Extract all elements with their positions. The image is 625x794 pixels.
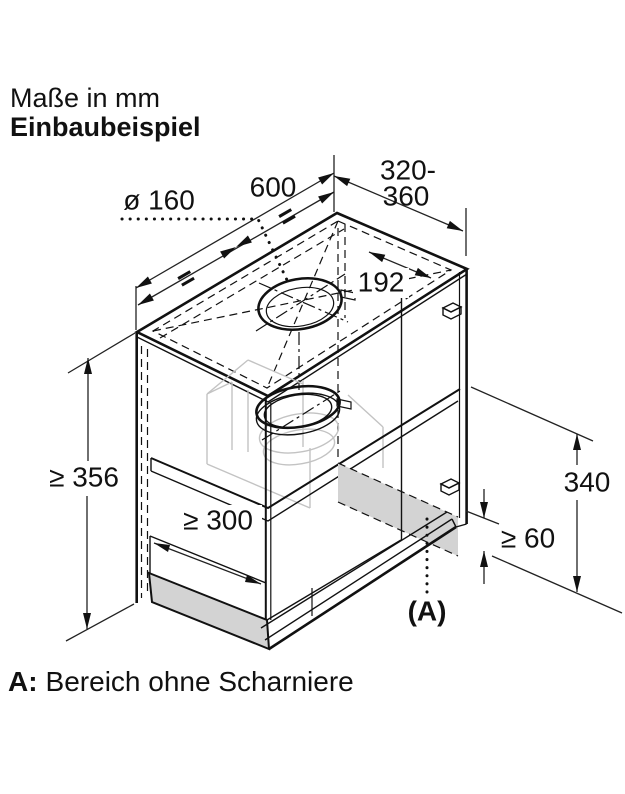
dim-hinge-area: 340 xyxy=(552,434,622,592)
dim-hole-diameter: ø 160 xyxy=(120,184,289,282)
duct-ring xyxy=(255,384,352,441)
duct-tab-icon xyxy=(336,398,352,410)
dim-hole-diameter-label: ø 160 xyxy=(123,184,195,215)
units-note: Maße in mm xyxy=(10,83,161,113)
legend: A:Bereich ohne Scharniere xyxy=(8,666,354,698)
bottom-rail xyxy=(260,511,467,651)
dim-bottom-clearance-label: ≥ 60 xyxy=(501,522,555,553)
duct-tab-icon xyxy=(340,289,356,301)
dim-pullout-depth: ≥ 300 xyxy=(153,504,262,585)
left-wall xyxy=(135,332,149,603)
shelf xyxy=(150,388,461,522)
dim-depth: 320- 360 xyxy=(333,154,464,232)
hood-ghost-outline xyxy=(206,359,384,509)
hood-front-strip xyxy=(147,571,271,651)
dim-niche-height-label: ≥ 356 xyxy=(49,461,119,492)
dim-hinge-area-label: 340 xyxy=(564,466,611,497)
exhaust-hole xyxy=(257,277,356,331)
no-hinge-area xyxy=(337,462,459,557)
hood-lower-band xyxy=(149,535,267,584)
area-marker: (A) xyxy=(408,517,447,626)
dim-hole-offset-label: 192 xyxy=(358,266,405,297)
dim-depth-label-1: 320- xyxy=(380,154,436,185)
legend-key: A: xyxy=(8,666,38,697)
dim-hole-offset: 192 xyxy=(353,251,432,298)
extension-lines xyxy=(65,155,623,642)
page-title: Einbaubeispiel xyxy=(10,112,201,142)
dim-pullout-depth-label: ≥ 300 xyxy=(183,504,253,535)
legend-text: Bereich ohne Scharniere xyxy=(45,666,354,697)
cabinet-top-face xyxy=(134,211,470,403)
dim-width-label: 600 xyxy=(250,171,297,202)
equal-mark: = xyxy=(171,261,201,296)
equal-mark: = xyxy=(272,199,302,234)
front-corner-edge xyxy=(264,398,272,622)
interior-edges xyxy=(266,272,403,621)
dim-niche-height: ≥ 356 xyxy=(42,358,126,629)
hinge-icon xyxy=(441,302,463,320)
hinge-icon xyxy=(439,478,461,496)
right-wall xyxy=(458,269,468,524)
dim-depth-label-2: 360 xyxy=(383,180,430,211)
area-marker-label: (A) xyxy=(408,595,447,626)
dim-bottom-clearance: ≥ 60 xyxy=(480,489,555,584)
